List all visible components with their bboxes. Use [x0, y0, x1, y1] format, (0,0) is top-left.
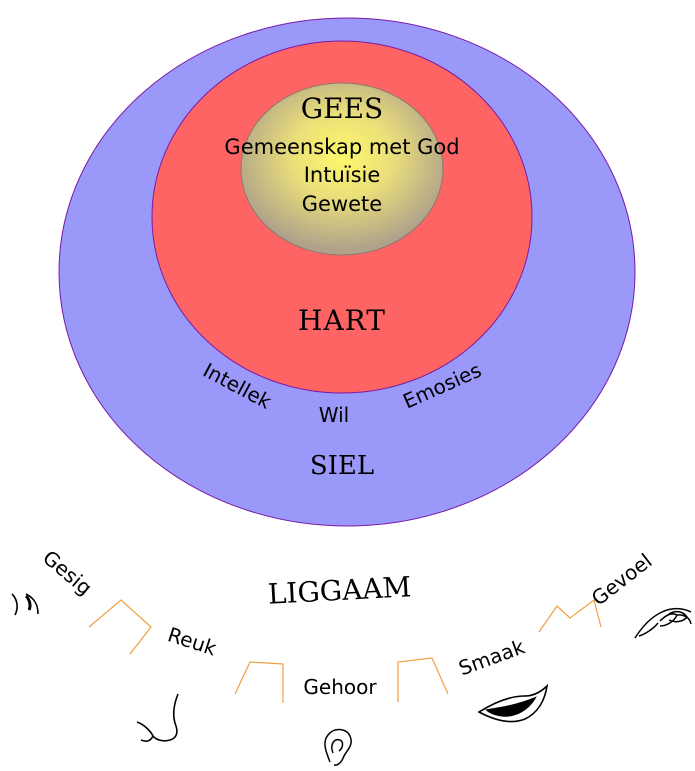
sense-gehoor: Gehoor [303, 675, 377, 699]
sense-gesig: Gesig [38, 545, 97, 600]
eye-icon [11, 593, 39, 616]
connector-smaak-gevoel [538, 598, 602, 633]
wil-label: Wil [319, 403, 349, 427]
gees-title: GEES [301, 92, 383, 125]
hand-icon [634, 607, 692, 639]
siel-title: SIEL [310, 451, 374, 481]
gees-line-2: Intuïsie [304, 163, 381, 187]
gees-circle [240, 82, 444, 256]
connector-reuk-gehoor [234, 661, 284, 703]
ear-icon [324, 728, 352, 766]
sense-reuk: Reuk [165, 622, 220, 660]
gees-line-3: Gewete [302, 192, 382, 216]
nose-icon [136, 693, 179, 742]
sense-smaak: Smaak [455, 634, 528, 680]
mouth-icon [477, 683, 549, 723]
hart-title: HART [298, 304, 386, 337]
gees-line-1: Gemeenskap met God [224, 135, 459, 159]
sense-connectors [88, 598, 602, 703]
connector-gesig-reuk [88, 599, 152, 655]
sense-gevoel: Gevoel [587, 549, 657, 611]
connector-gehoor-smaak [397, 657, 449, 702]
liggaam-title: LIGGAAM [267, 570, 412, 610]
